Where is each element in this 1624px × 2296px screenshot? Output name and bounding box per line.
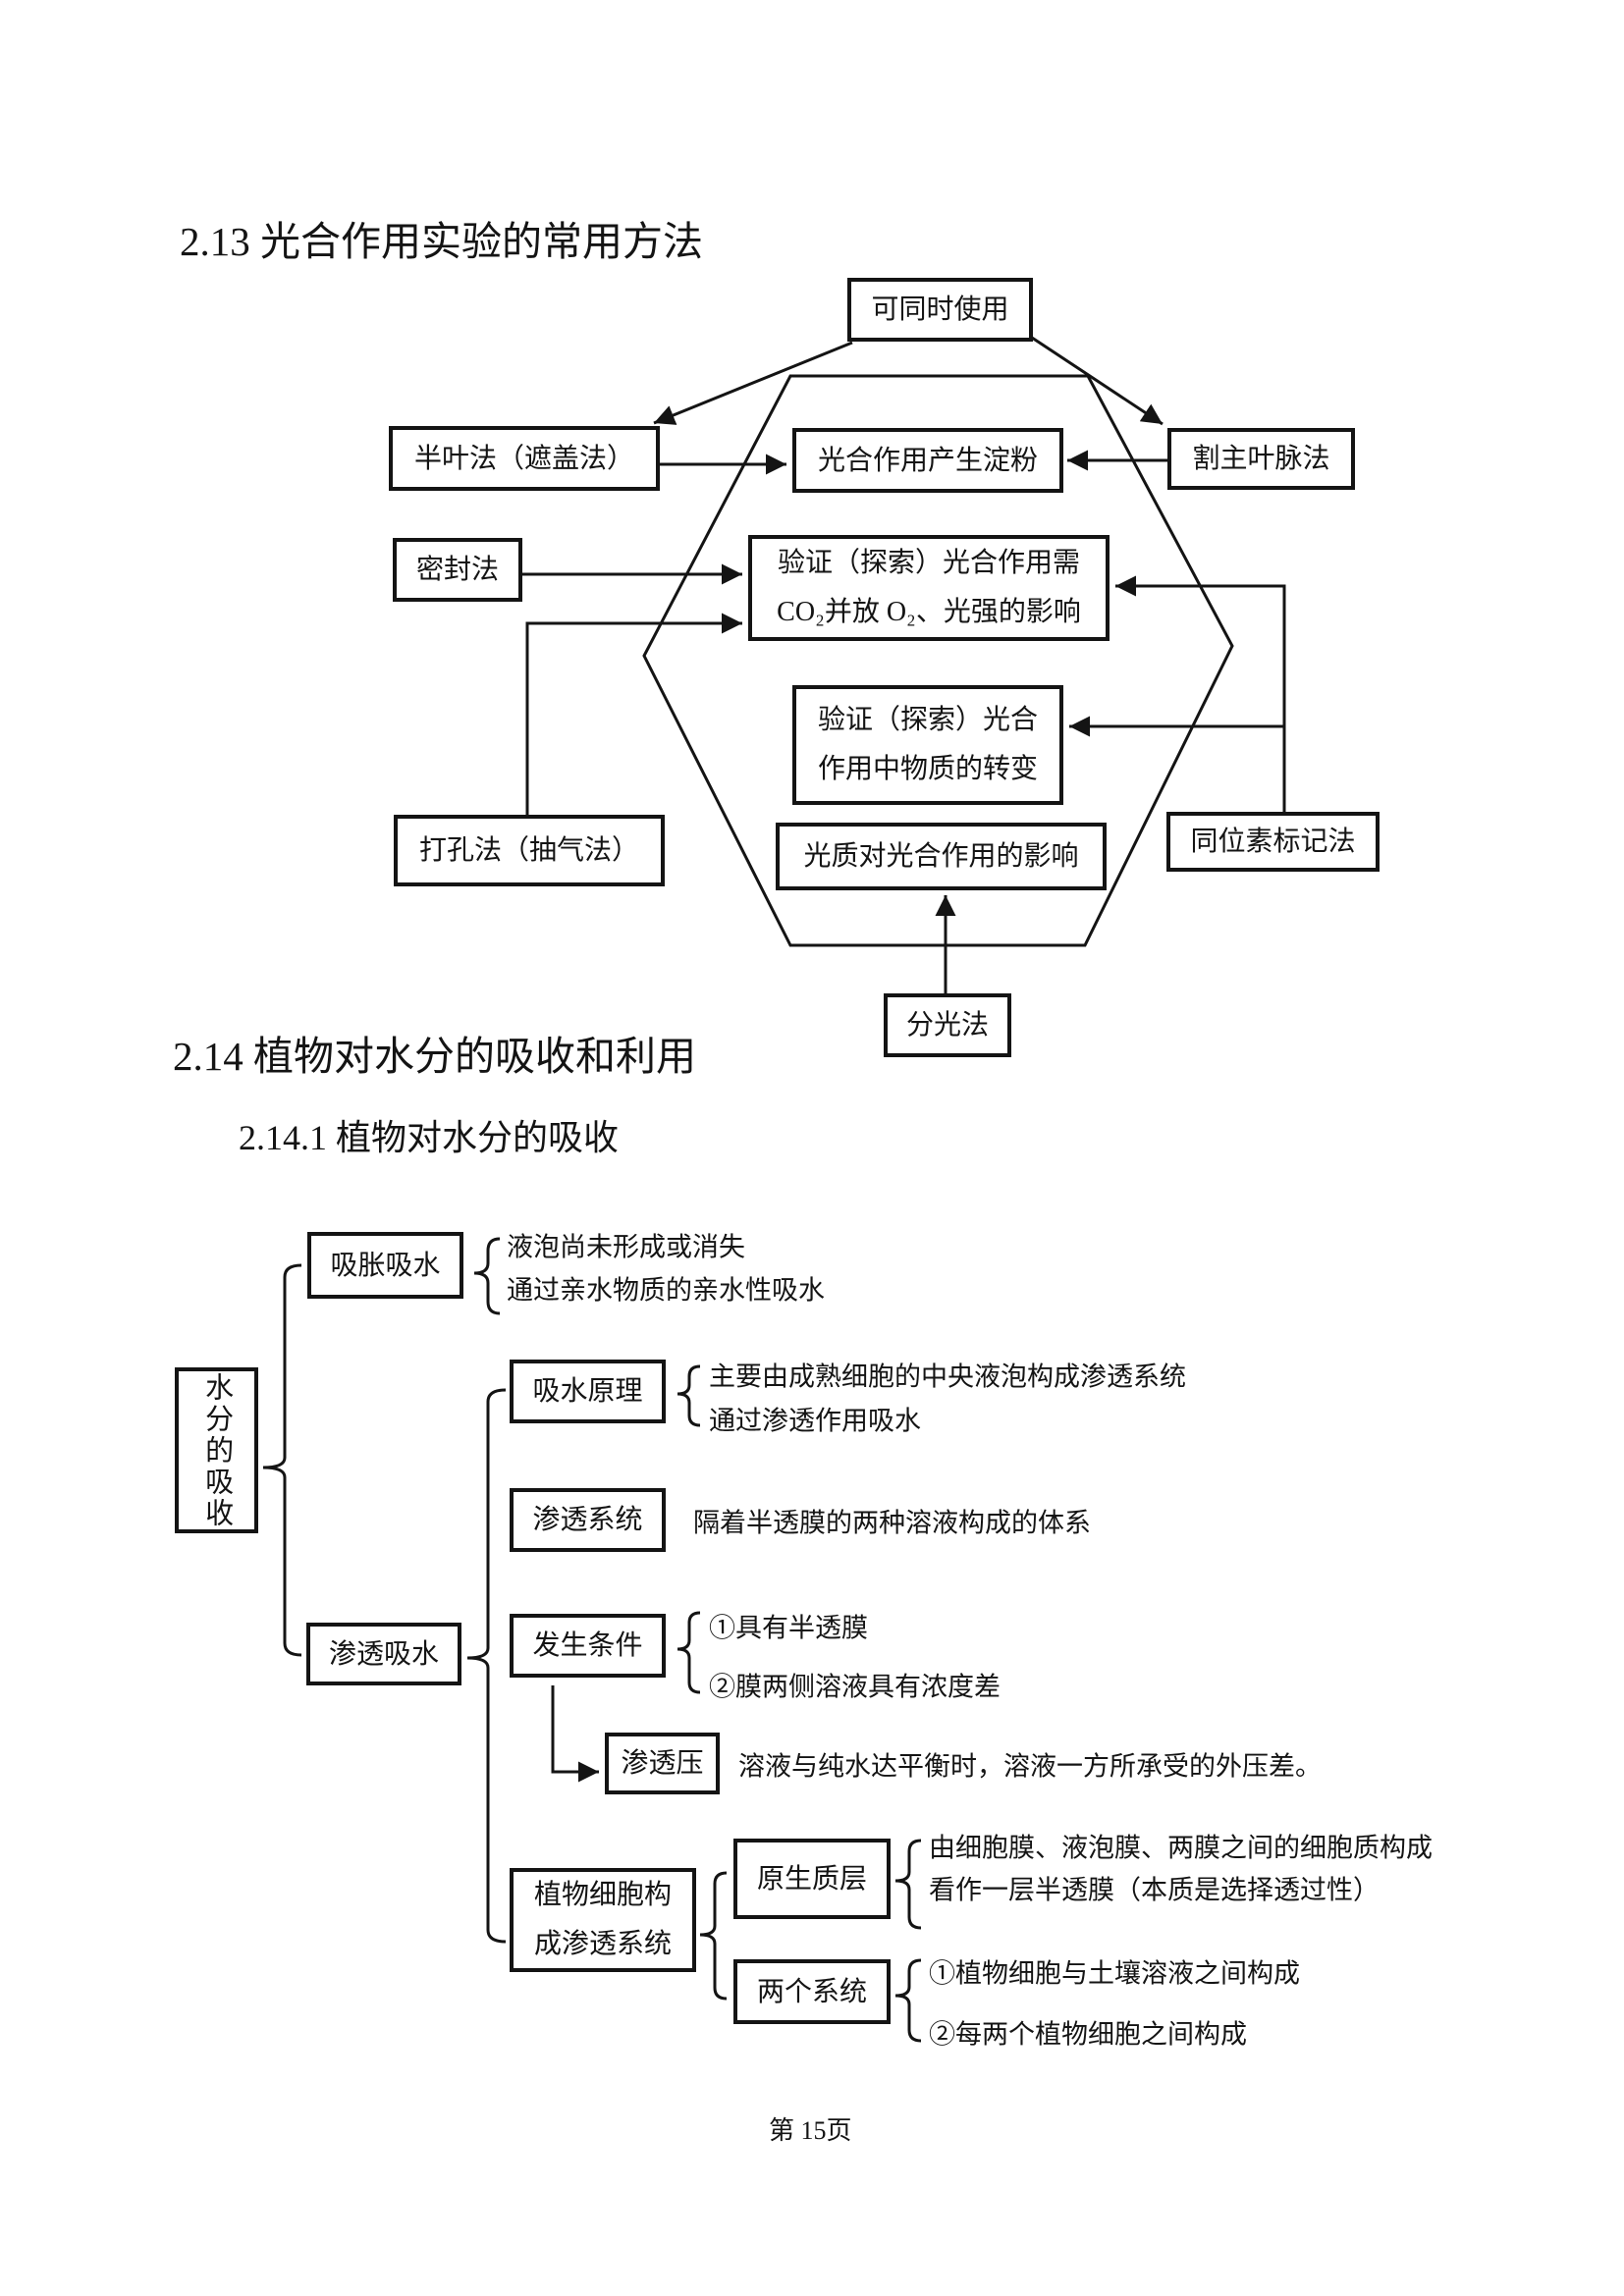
box-verify-material-transform: 验证（探索）光合 作用中物质的转变 — [792, 685, 1063, 805]
box-occurrence-condition: 发生条件 — [510, 1614, 666, 1678]
box-plant-cell-osmotic-system: 植物细胞构 成渗透系统 — [510, 1868, 696, 1972]
box-isotope-labeling-method: 同位素标记法 — [1166, 812, 1380, 872]
verify-co2-line2: CO₂并放 O₂、光强的影响 — [777, 597, 1081, 627]
brace-plasma — [894, 1839, 922, 1930]
box-photosynthesis-starch: 光合作用产生淀粉 — [792, 428, 1063, 493]
note-imbibition-1: 液泡尚未形成或消失 — [507, 1232, 745, 1262]
box-osmotic-pressure: 渗透压 — [605, 1733, 720, 1794]
plant-cell-line1: 植物细胞构 — [533, 1880, 672, 1910]
arrow-punch-to-co2 — [525, 613, 742, 815]
box-imbibition: 吸胀吸水 — [307, 1232, 463, 1299]
arrow-isotope-to-co2 — [1115, 575, 1286, 812]
note-principle-2: 通过渗透作用吸水 — [709, 1406, 921, 1436]
brace-two-systems — [894, 1958, 922, 2043]
note-principle-1: 主要由成熟细胞的中央液泡构成渗透系统 — [709, 1362, 1186, 1392]
box-water-absorption-root: 水分的吸收 — [175, 1367, 258, 1533]
box-half-leaf-method: 半叶法（遮盖法） — [389, 426, 660, 491]
brace-imbibition — [473, 1237, 501, 1315]
box-osmosis: 渗透吸水 — [306, 1623, 461, 1685]
box-cut-main-vein-method: 割主叶脉法 — [1167, 428, 1355, 490]
arrow-sametime-to-halfleaf — [653, 341, 853, 425]
note-plasma-1: 由细胞膜、液泡膜、两膜之间的细胞质构成 — [929, 1833, 1433, 1863]
section-heading-2-14: 2.14 植物对水分的吸收和利用 — [173, 1034, 696, 1079]
note-two-systems-1: ①植物细胞与土壤溶液之间构成 — [929, 1958, 1300, 1989]
note-imbibition-2: 通过亲水物质的亲水性吸水 — [507, 1275, 825, 1306]
verify-co2-line1: 验证（探索）光合作用需 — [777, 548, 1080, 578]
box-light-quality-effect: 光质对光合作用的影响 — [776, 823, 1107, 890]
brace-cell-system — [699, 1871, 728, 2001]
note-plasma-2: 看作一层半透膜（本质是选择透过性） — [929, 1875, 1380, 1905]
brace-principle — [677, 1364, 701, 1427]
box-absorption-principle: 吸水原理 — [510, 1360, 666, 1423]
page-number: 第 15页 — [769, 2116, 852, 2145]
box-osmotic-system: 渗透系统 — [510, 1488, 666, 1552]
section-heading-2-13: 2.13 光合作用实验的常用方法 — [180, 219, 703, 264]
arrow-condition-to-pressure — [551, 1685, 599, 1783]
box-use-simultaneously: 可同时使用 — [847, 278, 1033, 342]
note-osmotic-pressure: 溶液与纯水达平衡时，溶液一方所承受的外压差。 — [738, 1751, 1322, 1782]
note-two-systems-2: ②每两个植物细胞之间构成 — [929, 2019, 1247, 2050]
box-verify-co2-o2-light: 验证（探索）光合作用需 CO₂并放 O₂、光强的影响 — [748, 535, 1110, 641]
note-condition-2: ②膜两侧溶液具有浓度差 — [709, 1672, 1001, 1702]
note-osmotic-system: 隔着半透膜的两种溶液构成的体系 — [693, 1508, 1091, 1538]
box-protoplast-layer: 原生质层 — [733, 1839, 891, 1919]
box-seal-method: 密封法 — [393, 538, 522, 602]
verify-transform-line2: 作用中物质的转变 — [817, 754, 1038, 784]
plant-cell-line2: 成渗透系统 — [533, 1929, 672, 1959]
box-two-systems: 两个系统 — [733, 1959, 891, 2024]
section-heading-2-14-1: 2.14.1 植物对水分的吸收 — [239, 1118, 620, 1157]
brace-osmosis — [466, 1388, 507, 1944]
box-spectro-method: 分光法 — [884, 993, 1011, 1057]
box-punch-method: 打孔法（抽气法） — [394, 815, 665, 886]
note-condition-1: ①具有半透膜 — [709, 1613, 868, 1643]
verify-transform-line1: 验证（探索）光合 — [817, 705, 1038, 735]
brace-condition — [677, 1611, 701, 1694]
brace-root — [262, 1263, 302, 1657]
arrow-sametime-to-cutvein — [1028, 334, 1164, 426]
